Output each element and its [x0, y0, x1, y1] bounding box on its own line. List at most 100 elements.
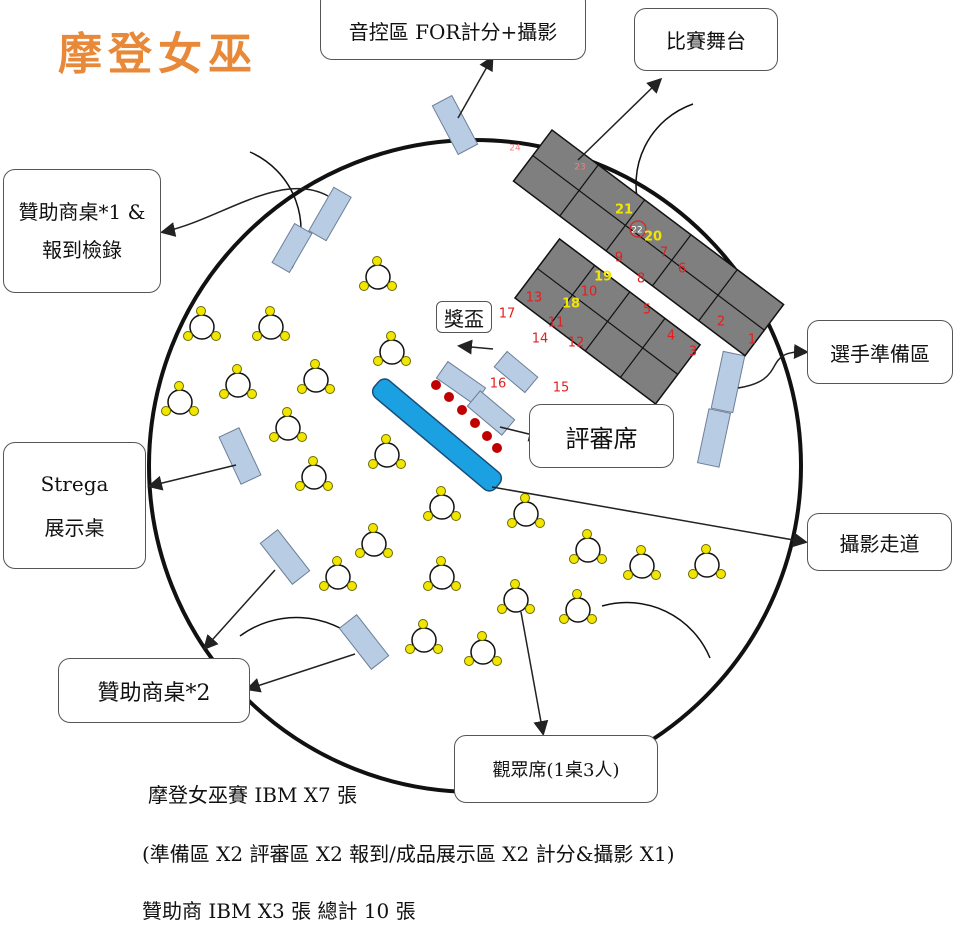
audience-chair	[436, 486, 446, 496]
audience-chair	[701, 544, 711, 554]
audience-chair	[535, 518, 545, 528]
audience-chair	[368, 523, 378, 533]
audience-chair	[196, 306, 206, 316]
audience-chair	[587, 614, 597, 624]
audience-table-top	[303, 367, 329, 393]
photo-aisle-arrow	[491, 486, 808, 548]
audience-table-1	[359, 256, 397, 291]
audience-chair	[308, 456, 318, 466]
audience-chair	[688, 569, 698, 579]
audience-chair	[183, 331, 193, 341]
audience-chair	[451, 511, 461, 521]
audience-chair	[297, 384, 307, 394]
table-6	[696, 408, 732, 468]
audience-table-19	[497, 579, 535, 614]
seat-number-9: 9	[615, 251, 623, 266]
audience-table-6	[297, 359, 335, 394]
audience-chair	[651, 570, 661, 580]
audience-chair	[297, 432, 307, 442]
prep-area-text: 選手準備區	[830, 341, 930, 366]
audience-chair	[423, 581, 433, 591]
audience-table-top	[189, 314, 215, 340]
photo-aisle-label: 攝影走道	[807, 513, 952, 571]
audience-chair	[280, 331, 290, 341]
audience-chair	[252, 331, 262, 341]
audience-chair	[189, 406, 199, 416]
strega-label: Strega 展示桌	[3, 442, 146, 569]
audience-table-5	[219, 364, 257, 399]
audience-table-22	[464, 631, 502, 666]
audience-table-top	[503, 587, 529, 613]
audience-table-top	[301, 464, 327, 490]
photo-aisle-text: 攝影走道	[839, 531, 920, 556]
stage-cross-block	[513, 237, 702, 405]
strega-arrow	[147, 464, 237, 491]
audience-chair	[269, 432, 279, 442]
table-1	[431, 94, 479, 156]
trophy-label: 獎盃	[436, 301, 492, 333]
audience-chair	[310, 359, 320, 369]
stage-label-text: 比賽舞台	[666, 29, 746, 53]
table-3	[271, 222, 313, 274]
audience-table-top	[258, 314, 284, 340]
audience-table-top	[411, 627, 437, 653]
audience-chair	[492, 656, 502, 666]
audience-table-20	[559, 589, 597, 624]
seat-number-17: 17	[499, 307, 516, 322]
audience-chair	[507, 518, 517, 528]
audience-chair	[510, 579, 520, 589]
corner-arc-3	[601, 601, 711, 659]
table-2	[308, 186, 352, 242]
seat-number-22: 22	[631, 226, 642, 236]
seat-number-14: 14	[532, 332, 549, 347]
audience-table-7	[161, 381, 199, 416]
judge-seat-2	[444, 392, 454, 402]
sponsor-checkin-label: 贊助商桌*1 & 報到檢錄	[3, 169, 161, 293]
judges-text: 評審席	[565, 424, 638, 453]
audience-chair	[386, 331, 396, 341]
audience-chair	[497, 604, 507, 614]
audience-table-18	[423, 556, 461, 591]
audience-table-top	[565, 597, 591, 623]
audience-table-3	[252, 306, 290, 341]
audience-table-8	[269, 407, 307, 442]
audience-table-21	[405, 619, 443, 654]
seat-22-ring	[629, 220, 647, 238]
audience-chair	[636, 545, 646, 555]
seat-number-23: 23	[574, 163, 585, 173]
audience-table-top	[575, 537, 601, 563]
seat-number-7: 7	[660, 246, 668, 261]
seat-number-21: 21	[615, 203, 633, 218]
audience-chair	[477, 631, 487, 641]
strega-line1: Strega	[40, 471, 109, 496]
audience-table-top	[513, 501, 539, 527]
audience-table-top	[361, 531, 387, 557]
audience-chair	[211, 331, 221, 341]
seat-number-4: 4	[667, 329, 675, 344]
trophy-text: 獎盃	[444, 306, 484, 331]
audience-chair	[401, 356, 411, 366]
audience-table-4	[373, 331, 411, 366]
audience-label: 觀眾席(1桌3人)	[454, 735, 658, 803]
stage-long-block-divider	[532, 155, 765, 331]
seat-number-24: 24	[509, 144, 521, 154]
table-9	[493, 350, 539, 394]
audience-chair	[383, 548, 393, 558]
seat-number-3: 3	[689, 345, 697, 360]
audience-table-2	[183, 306, 221, 341]
audience-chair	[433, 644, 443, 654]
audience-chair	[569, 554, 579, 564]
audience-chair	[347, 581, 357, 591]
audience-table-10	[295, 456, 333, 491]
seat-number-18: 18	[562, 297, 580, 312]
audience-chair	[219, 389, 229, 399]
audience-table-top	[429, 564, 455, 590]
seat-number-16: 16	[490, 377, 507, 392]
note-line-2: (準備區 X2 評審區 X2 報到/成品展示區 X2 計分&攝影 X1)	[142, 842, 675, 866]
audience-table-top	[275, 415, 301, 441]
audience-chair	[520, 493, 530, 503]
audience-table-top	[379, 339, 405, 365]
audience-table-top	[365, 264, 391, 290]
audience-chair	[464, 656, 474, 666]
